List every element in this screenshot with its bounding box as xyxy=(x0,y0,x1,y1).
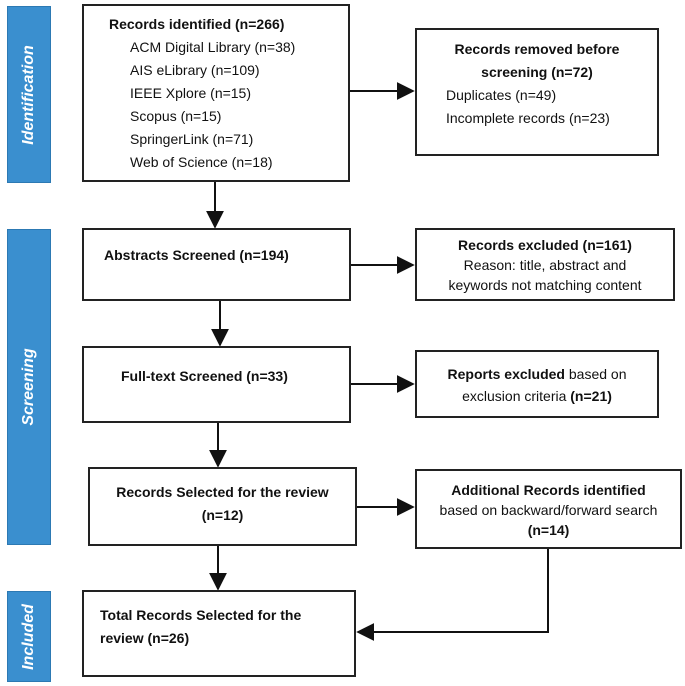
source-item: Scopus (n=15) xyxy=(130,108,222,124)
records-removed-title-line2: screening (n=72) xyxy=(481,64,593,80)
exclusion-reason-line2: keywords not matching content xyxy=(448,277,642,293)
source-item: Web of Science (n=18) xyxy=(130,154,273,170)
removed-item: Incomplete records (n=23) xyxy=(446,110,610,126)
records-selected-box: Records Selected for the review (n=12) xyxy=(88,467,357,546)
abstracts-screened-title: Abstracts Screened (n=194) xyxy=(104,247,289,263)
reports-excluded-box: Reports excluded based on exclusion crit… xyxy=(415,350,659,418)
additional-records-line1: Additional Records identified xyxy=(451,482,646,498)
abstracts-screened-box: Abstracts Screened (n=194) xyxy=(82,228,351,301)
additional-records-box: Additional Records identified based on b… xyxy=(415,469,682,549)
exclusion-reason-line1: Reason: title, abstract and xyxy=(463,257,627,273)
additional-records-line3: (n=14) xyxy=(527,522,570,538)
phase-identification-label: Identification xyxy=(20,44,37,145)
phase-included-label: Included xyxy=(20,603,37,670)
source-item: AIS eLibrary (n=109) xyxy=(130,62,260,78)
source-item: IEEE Xplore (n=15) xyxy=(130,85,252,101)
phase-screening-label: Screening xyxy=(20,348,37,426)
records-selected-line2: (n=12) xyxy=(201,507,244,523)
removed-item: Duplicates (n=49) xyxy=(446,87,557,103)
reports-excluded-line1: Reports excluded based on xyxy=(417,366,657,383)
fulltext-screened-box: Full-text Screened (n=33) xyxy=(82,346,351,423)
records-identified-title: Records identified (n=266) xyxy=(109,16,285,32)
total-records-line1: Total Records Selected for the xyxy=(100,607,302,623)
records-removed-title-line1: Records removed before xyxy=(454,41,620,57)
reports-excluded-criteria: exclusion criteria xyxy=(462,388,571,404)
source-item: ACM Digital Library (n=38) xyxy=(130,39,296,55)
source-item: SpringerLink (n=71) xyxy=(130,131,254,147)
records-identified-box: Records identified (n=266) ACM Digital L… xyxy=(82,4,350,182)
reports-excluded-count: (n=21) xyxy=(570,388,612,404)
fulltext-screened-title: Full-text Screened (n=33) xyxy=(121,368,288,384)
phase-identification: Identification xyxy=(7,6,51,183)
records-excluded-box: Records excluded (n=161) Reason: title, … xyxy=(415,228,675,301)
arrow-additional-to-total xyxy=(356,549,549,641)
phase-included: Included xyxy=(7,591,51,682)
reports-excluded-rest: based on xyxy=(564,366,627,382)
records-removed-box: Records removed before screening (n=72) … xyxy=(415,28,659,156)
reports-excluded-label: Reports excluded xyxy=(447,366,565,382)
phase-screening: Screening xyxy=(7,229,51,545)
additional-records-line2: based on backward/forward search xyxy=(439,502,658,518)
records-selected-line1: Records Selected for the review xyxy=(116,484,329,500)
reports-excluded-line2: exclusion criteria (n=21) xyxy=(417,388,657,405)
records-excluded-title: Records excluded (n=161) xyxy=(458,237,632,253)
total-records-line2: review (n=26) xyxy=(100,630,190,646)
total-records-box: Total Records Selected for the review (n… xyxy=(82,590,356,677)
